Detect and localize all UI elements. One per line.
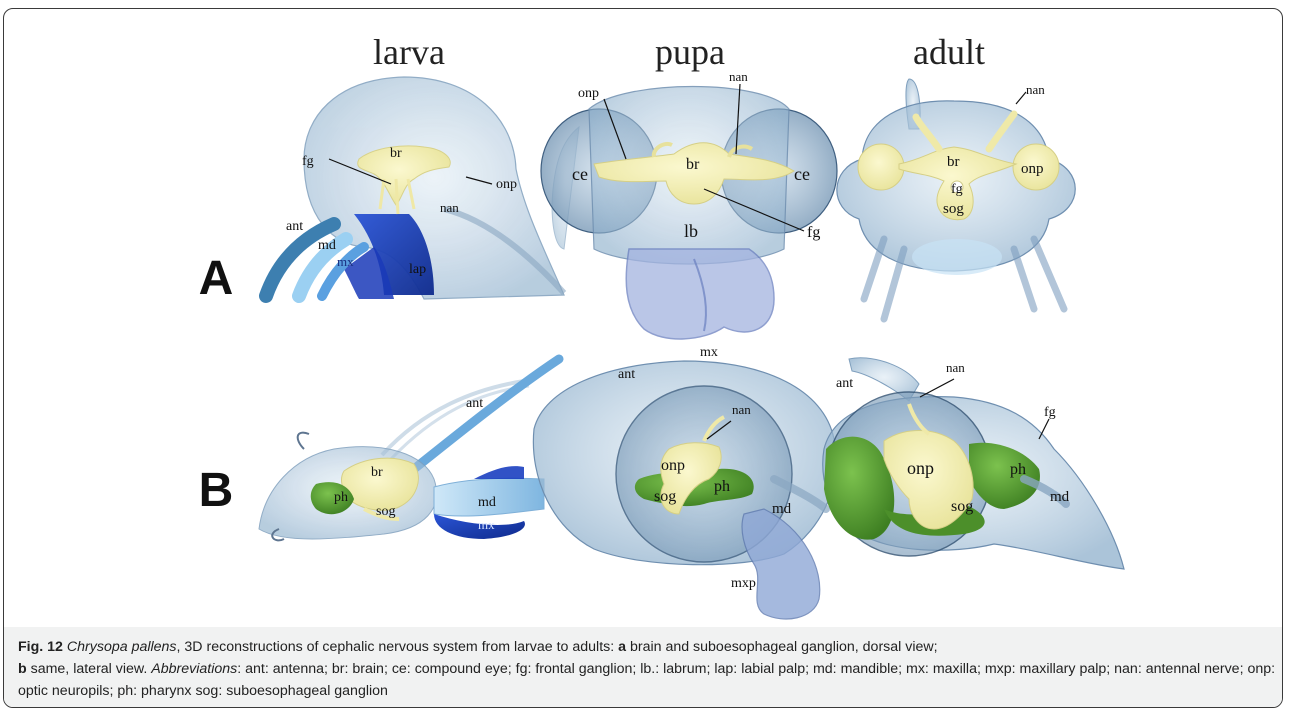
adult-b-label-onp: onp bbox=[907, 458, 934, 478]
adult-b-label-md: md bbox=[1050, 489, 1070, 505]
caption-species: Chrysopa pallens bbox=[67, 639, 177, 655]
figure-frame: larva pupa adult A B fg br onp nan ant m… bbox=[3, 8, 1283, 708]
adult-b-label-ph: ph bbox=[1010, 461, 1026, 478]
pupa-b-label-nan: nan bbox=[732, 402, 751, 417]
caption-panel-a: a bbox=[618, 639, 626, 655]
pupa-a-label-br: br bbox=[686, 156, 700, 173]
caption-fig-label: Fig. 12 bbox=[18, 639, 63, 655]
pupa-b-label-sog: sog bbox=[654, 488, 676, 505]
pupa-b-label-ant: ant bbox=[618, 367, 635, 382]
adult-b-label-fg: fg bbox=[1044, 405, 1056, 420]
caption-text-1: , 3D reconstructions of cephalic nervous… bbox=[177, 639, 619, 655]
caption-panel-b: b bbox=[18, 661, 27, 677]
adult-b-label-nan: nan bbox=[946, 360, 965, 375]
pupa-a-label-mx: mx bbox=[700, 345, 718, 360]
adult-lateral-reconstruction bbox=[823, 358, 1124, 569]
pupa-a-label-nan: nan bbox=[729, 69, 748, 84]
adult-a-label-nan: nan bbox=[1026, 82, 1045, 97]
larva-a-label-fg: fg bbox=[302, 154, 314, 169]
larva-lateral-reconstruction bbox=[259, 359, 559, 540]
adult-a-label-br: br bbox=[947, 154, 960, 170]
larva-a-label-br: br bbox=[390, 146, 402, 161]
pupa-b-label-mxp: mxp bbox=[731, 576, 756, 591]
adult-a-label-sog: sog bbox=[943, 201, 964, 217]
stage-title-adult: adult bbox=[913, 32, 985, 72]
row-label-b: B bbox=[199, 464, 234, 517]
larva-a-label-mx: mx bbox=[337, 254, 354, 269]
caption-text-3: same, lateral view. bbox=[27, 661, 152, 677]
larva-b-label-sog: sog bbox=[376, 504, 395, 519]
adult-a-label-onp: onp bbox=[1021, 161, 1044, 177]
larva-a-label-ant: ant bbox=[286, 219, 303, 234]
pupa-b-label-ph: ph bbox=[714, 478, 730, 495]
larva-a-label-lap: lap bbox=[409, 262, 426, 277]
larva-b-label-br: br bbox=[371, 465, 383, 480]
figure-caption: Fig. 12 Chrysopa pallens, 3D reconstruct… bbox=[18, 636, 1278, 702]
larva-b-label-ant: ant bbox=[466, 396, 483, 411]
caption-abbr-label: Abbreviations bbox=[151, 661, 237, 677]
row-label-a: A bbox=[199, 252, 234, 305]
pupa-lateral-reconstruction bbox=[533, 361, 836, 619]
larva-b-label-md: md bbox=[478, 495, 496, 510]
larva-a-label-nan: nan bbox=[440, 200, 459, 215]
adult-b-label-sog: sog bbox=[951, 498, 973, 515]
larva-b-label-mx: mx bbox=[478, 517, 495, 532]
caption-text-2: brain and suboesophageal ganglion, dorsa… bbox=[626, 639, 938, 655]
stage-title-larva: larva bbox=[373, 32, 445, 72]
pupa-dorsal-reconstruction bbox=[541, 87, 837, 339]
adult-a-label-fg: fg bbox=[951, 182, 963, 197]
stage-title-pupa: pupa bbox=[655, 32, 725, 72]
larva-b-label-ph: ph bbox=[334, 490, 348, 505]
larva-a-label-md: md bbox=[318, 238, 336, 253]
larva-a-label-onp: onp bbox=[496, 177, 517, 192]
figure-image: larva pupa adult A B fg br onp nan ant m… bbox=[4, 9, 1282, 627]
pupa-a-label-lb: lb bbox=[684, 221, 698, 241]
pupa-b-label-md: md bbox=[772, 501, 792, 517]
pupa-a-label-fg: fg bbox=[807, 224, 820, 241]
pupa-a-label-ce-left: ce bbox=[572, 164, 588, 184]
pupa-b-label-onp: onp bbox=[661, 457, 685, 474]
pupa-a-label-ce-right: ce bbox=[794, 164, 810, 184]
adult-dorsal-reconstruction bbox=[837, 79, 1075, 319]
pupa-a-label-onp: onp bbox=[578, 86, 599, 101]
adult-b-label-ant: ant bbox=[836, 376, 853, 391]
